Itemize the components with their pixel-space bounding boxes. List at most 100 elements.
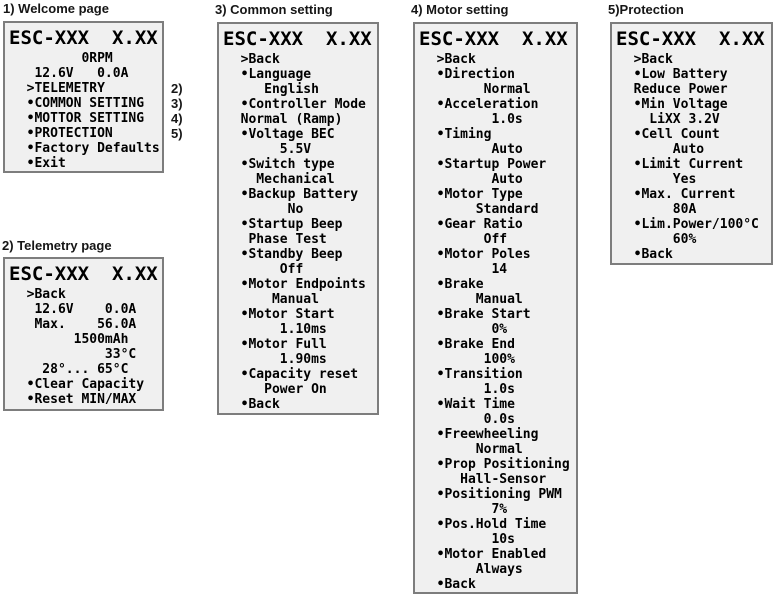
value-line: Manual	[225, 292, 319, 307]
menu-item[interactable]: •Motor Poles	[421, 247, 531, 262]
menu-item[interactable]: •Motor Start	[225, 307, 335, 322]
menu-item[interactable]: •MOTTOR SETTING	[11, 111, 145, 126]
menu-item[interactable]: •Back	[225, 397, 280, 412]
menu-item[interactable]: •Lim.Power/100°C	[618, 217, 759, 232]
value-line: 1.10ms	[225, 322, 327, 337]
menu-item[interactable]: •Prop Positioning	[421, 457, 570, 472]
value-line: Normal	[421, 82, 531, 97]
panel-telemetry-title: 2) Telemetry page	[2, 238, 112, 253]
value-line: 10s	[421, 532, 515, 547]
menu-item[interactable]: •Low Battery	[618, 67, 728, 82]
value-line: Yes	[618, 172, 697, 187]
panel-protection-title: 5)Protection	[608, 2, 684, 17]
esc-model-header: ESC-XXX X.XX	[616, 28, 765, 50]
value-line: 7%	[421, 502, 508, 517]
menu-item[interactable]: •Direction	[421, 67, 515, 82]
value-line: Auto	[421, 142, 523, 157]
menu-item[interactable]: •Exit	[11, 156, 66, 171]
value-line: Hall-Sensor	[421, 472, 547, 487]
welcome-screen: ESC-XXX X.XX 0RPM 12.6V 0.0A >TELEMETRY …	[3, 21, 164, 173]
value-line: 80A	[618, 202, 697, 217]
value-line: Auto	[421, 172, 523, 187]
menu-item[interactable]: •Standby Beep	[225, 247, 343, 262]
menu-item[interactable]: •Motor Enabled	[421, 547, 547, 562]
value-line: 14	[421, 262, 508, 277]
menu-item[interactable]: •Cell Count	[618, 127, 720, 142]
panel-welcome-title: 1) Welcome page	[3, 1, 109, 16]
panel-common-setting-title: 3) Common setting	[215, 2, 333, 17]
value-line: Manual	[421, 292, 523, 307]
menu-item[interactable]: •Reset MIN/MAX	[11, 392, 137, 407]
menu-item[interactable]: •Acceleration	[421, 97, 539, 112]
menu-item[interactable]: •Back	[618, 247, 673, 262]
welcome-menu-lines: 0RPM 12.6V 0.0A >TELEMETRY •COMMON SETTI…	[5, 51, 162, 171]
value-line: LiXX 3.2V	[618, 112, 720, 127]
esc-model-header: ESC-XXX X.XX	[9, 263, 158, 285]
menu-item[interactable]: >Back	[225, 52, 280, 67]
value-line: 12.6V 0.0A	[11, 302, 137, 317]
value-line: Standard	[421, 202, 539, 217]
menu-item[interactable]: •Factory Defaults	[11, 141, 160, 156]
value-line: 5.5V	[225, 142, 312, 157]
menu-item[interactable]: •Brake Start	[421, 307, 531, 322]
value-line: Max. 56.0A	[11, 317, 137, 332]
value-line: 60%	[618, 232, 697, 247]
esc-model-header: ESC-XXX X.XX	[223, 28, 372, 50]
value-line: Auto	[618, 142, 705, 157]
menu-item[interactable]: •COMMON SETTING	[11, 96, 145, 111]
menu-item[interactable]: •Pos.Hold Time	[421, 517, 547, 532]
value-line: 0%	[421, 322, 508, 337]
menu-item[interactable]: •Motor Type	[421, 187, 523, 202]
value-line: 1.0s	[421, 382, 515, 397]
menu-item[interactable]: •Max. Current	[618, 187, 736, 202]
menu-item[interactable]: •Gear Ratio	[421, 217, 523, 232]
value-line: 1.90ms	[225, 352, 327, 367]
esc-model-header: ESC-XXX X.XX	[419, 28, 568, 50]
protection-screen: ESC-XXX X.XX >Back •Low Battery Reduce P…	[610, 22, 773, 265]
menu-item[interactable]: •Timing	[421, 127, 492, 142]
page-ref-protection: 5)	[171, 126, 183, 141]
menu-item[interactable]: •Brake	[421, 277, 484, 292]
menu-item[interactable]: •Back	[421, 577, 476, 592]
menu-item[interactable]: •PROTECTION	[11, 126, 113, 141]
menu-item[interactable]: •Min Voltage	[618, 97, 728, 112]
menu-item[interactable]: •Clear Capacity	[11, 377, 145, 392]
menu-item[interactable]: >Back	[618, 52, 673, 67]
menu-item[interactable]: •Brake End	[421, 337, 515, 352]
menu-item[interactable]: •Wait Time	[421, 397, 515, 412]
page-ref-motor-setting: 4)	[171, 111, 183, 126]
page-ref-telemetry: 2)	[171, 81, 183, 96]
value-line: Always	[421, 562, 523, 577]
esc-model-header: ESC-XXX X.XX	[9, 27, 158, 49]
menu-item[interactable]: •Limit Current	[618, 157, 744, 172]
menu-item[interactable]: •Language	[225, 67, 312, 82]
value-line: Off	[225, 262, 304, 277]
telemetry-screen: ESC-XXX X.XX >Back 12.6V 0.0A Max. 56.0A…	[3, 257, 164, 411]
common-setting-menu-lines: >Back •Language English •Controller Mode…	[219, 52, 377, 412]
value-line: Normal	[421, 442, 523, 457]
value-line: 0RPM	[11, 51, 113, 66]
menu-item[interactable]: •Backup Battery	[225, 187, 359, 202]
menu-item[interactable]: •Startup Beep	[225, 217, 343, 232]
value-line: 12.6V 0.0A	[11, 66, 129, 81]
menu-item[interactable]: •Capacity reset	[225, 367, 359, 382]
telemetry-menu-lines: >Back 12.6V 0.0A Max. 56.0A 1500mAh 33°C…	[5, 287, 162, 407]
menu-item[interactable]: •Positioning PWM	[421, 487, 562, 502]
value-line: 28°... 65°C	[11, 362, 129, 377]
menu-item[interactable]: •Freewheeling	[421, 427, 539, 442]
menu-item[interactable]: •Controller Mode	[225, 97, 366, 112]
menu-item[interactable]: •Motor Endpoints	[225, 277, 366, 292]
menu-item[interactable]: •Transition	[421, 367, 523, 382]
menu-item[interactable]: •Voltage BEC	[225, 127, 335, 142]
menu-item[interactable]: •Motor Full	[225, 337, 327, 352]
menu-item[interactable]: >Back	[421, 52, 476, 67]
protection-menu-lines: >Back •Low Battery Reduce Power •Min Vol…	[612, 52, 771, 262]
menu-item[interactable]: •Switch type	[225, 157, 335, 172]
menu-item[interactable]: >Back	[11, 287, 66, 302]
value-line: 33°C	[11, 347, 137, 362]
common-setting-screen: ESC-XXX X.XX >Back •Language English •Co…	[217, 22, 379, 415]
menu-item[interactable]: >TELEMETRY	[11, 81, 105, 96]
value-line: 100%	[421, 352, 515, 367]
menu-item[interactable]: •Startup Power	[421, 157, 547, 172]
